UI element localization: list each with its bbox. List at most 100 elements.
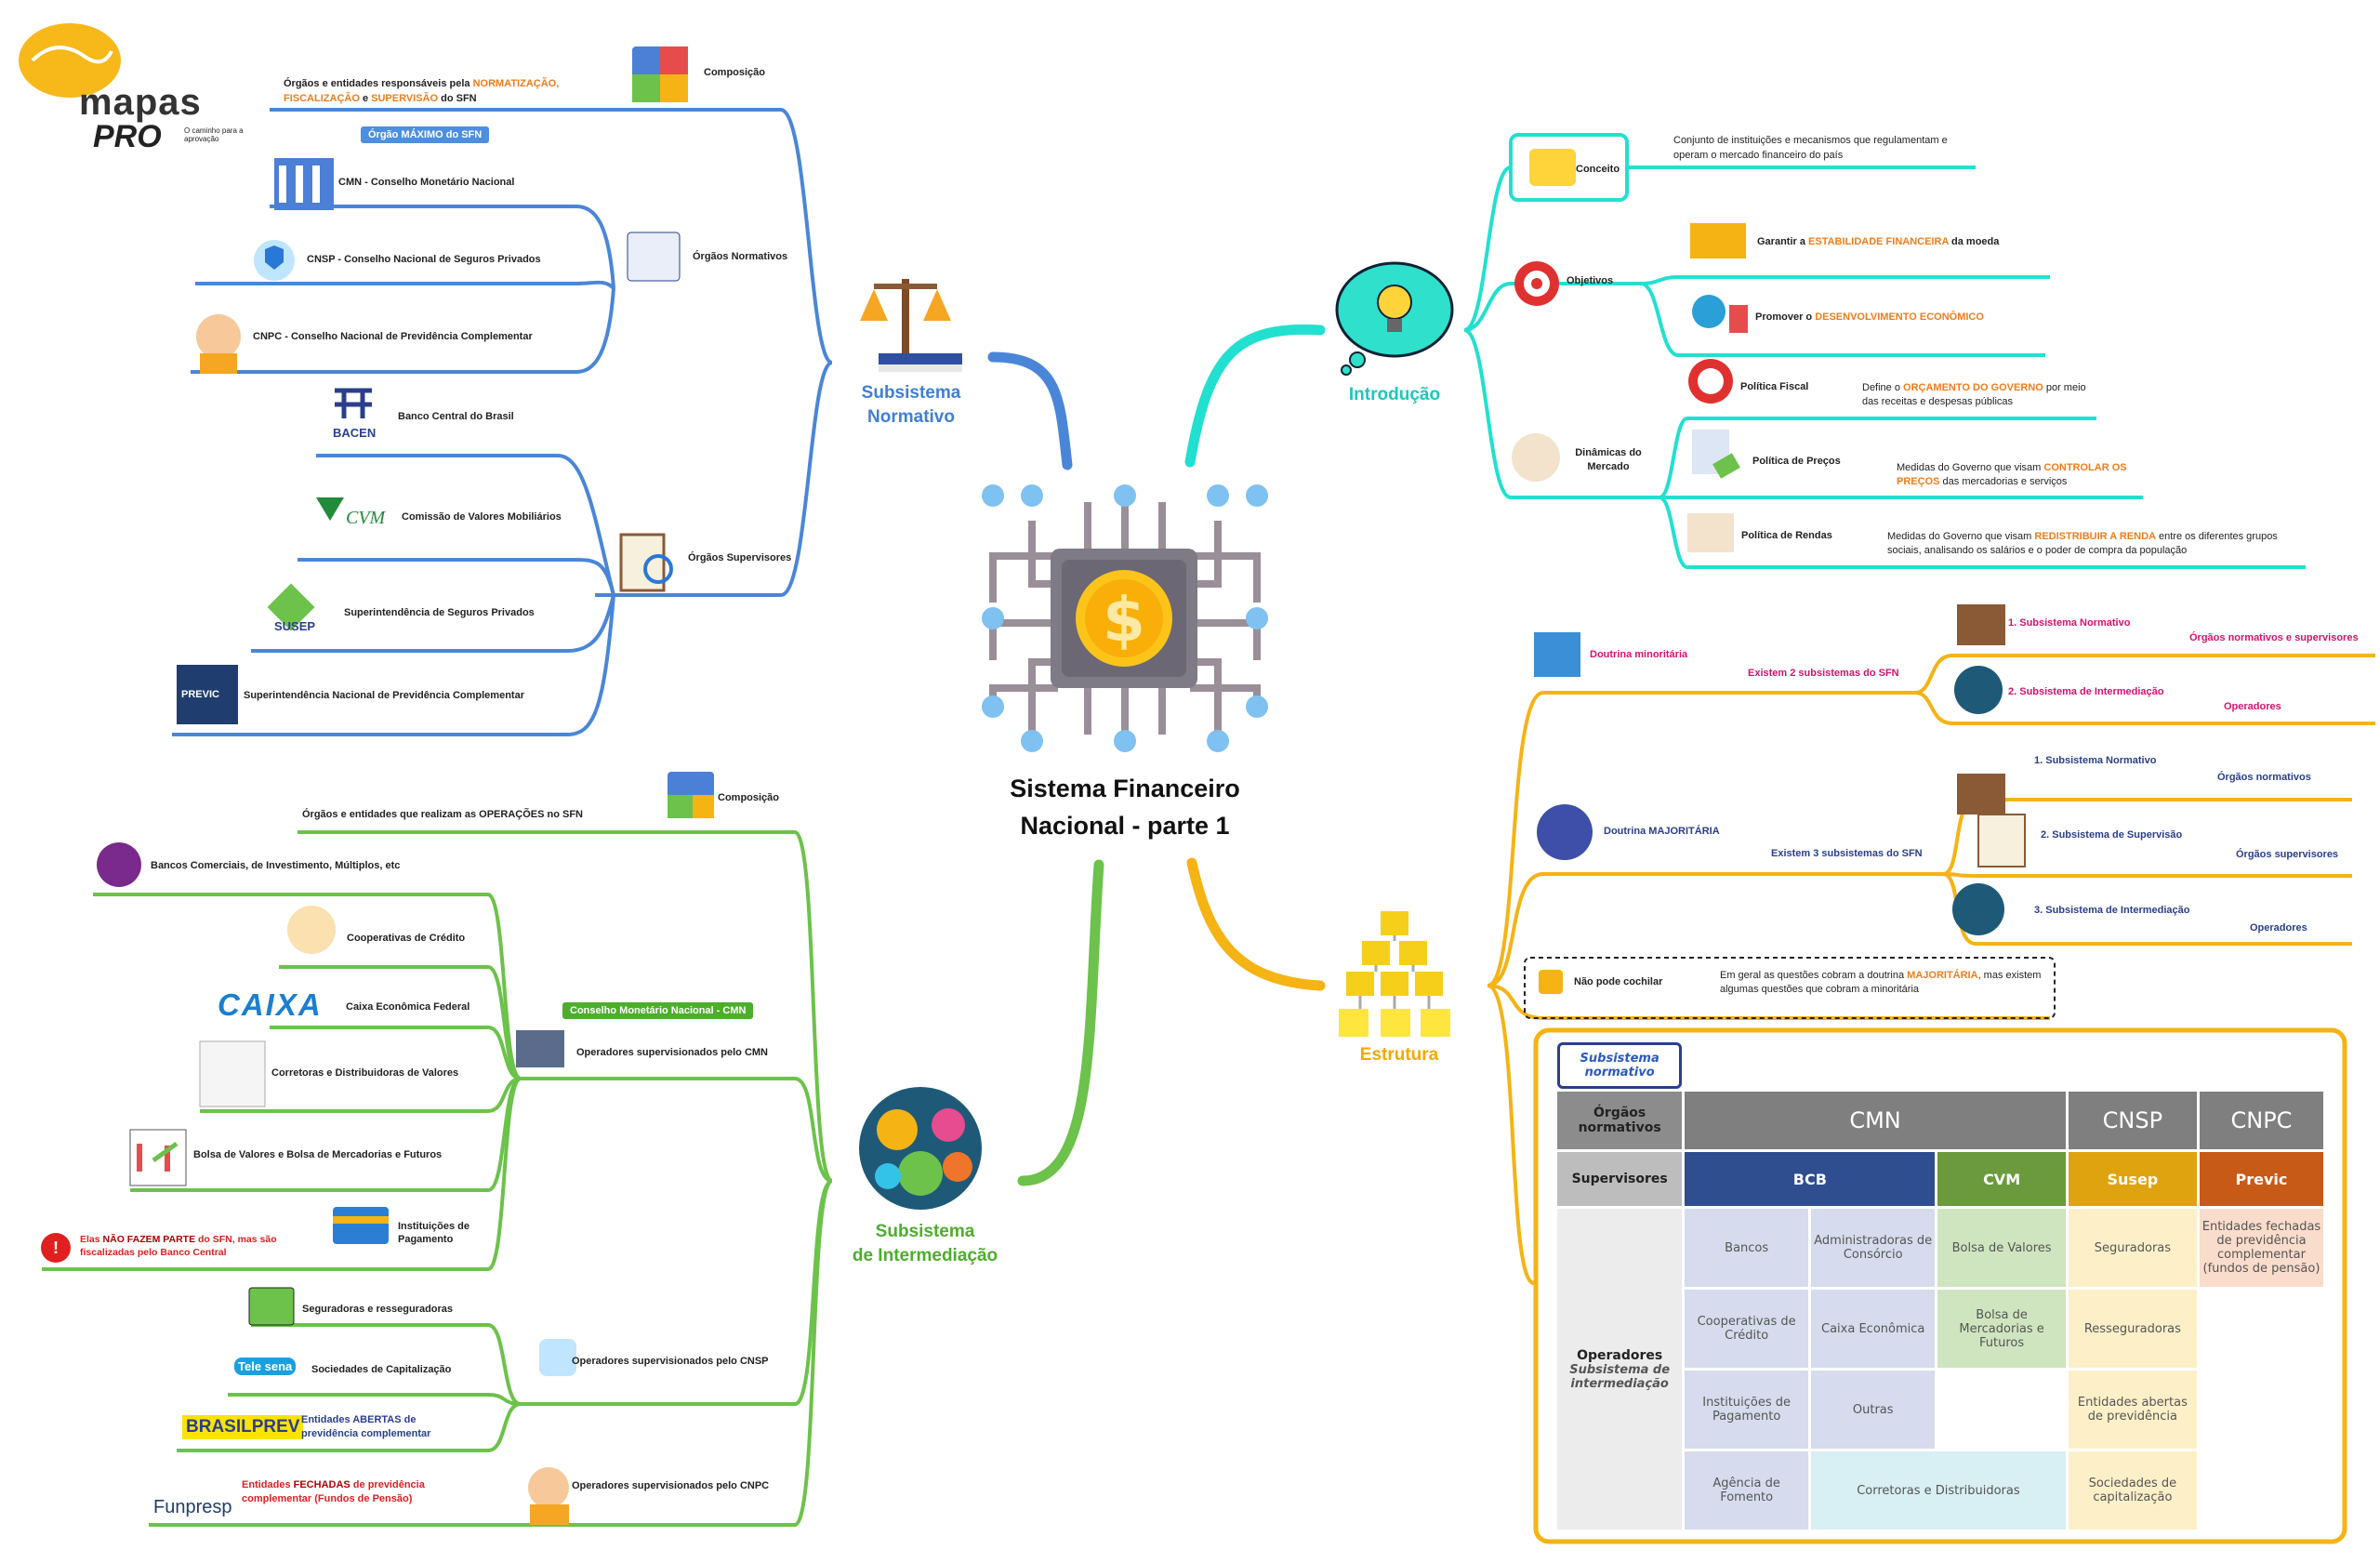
maj-item-2: 2. Subsistema de Supervisão (2041, 829, 2183, 841)
sup-cvm: CVM (1937, 1152, 2066, 1206)
svg-text:!: ! (53, 1238, 59, 1257)
maj-item-2-right: Órgãos supervisores (2236, 849, 2339, 860)
cmn-pill: Conselho Monetário Nacional - CMN (562, 1002, 754, 1019)
min-item-1-right: Órgãos normativos e supervisores (2189, 632, 2359, 643)
operadores-label: Operadores (1577, 1347, 1663, 1363)
money-icon (248, 1287, 295, 1326)
col-cnpc: CNPC (2199, 1092, 2323, 1149)
politica-fiscal-text: Define o ORÇAMENTO DO GOVERNO por meio d… (1862, 382, 2086, 407)
col-cnsp: CNSP (2068, 1092, 2197, 1149)
maj-item-1-right: Órgãos normativos (2217, 772, 2311, 783)
op-cnpc-label: Operadores supervisionados pelo CNPC (572, 1480, 770, 1491)
politica-fiscal-label: Política Fiscal (1740, 381, 1809, 392)
objetivos-label: Objetivos (1567, 275, 1614, 286)
majoritaria-sub: Existem 3 subsistemas do SFN (1771, 848, 1923, 859)
politica-rendas-label: Política de Rendas (1741, 530, 1832, 541)
op-item-bolsa: Bolsa de Valores e Bolsa de Mercadorias … (193, 1149, 443, 1160)
conceito-label: Conceito (1576, 164, 1620, 175)
min-item-2: 2. Subsistema de Intermediação (2008, 686, 2164, 697)
branch-normativo: Subsistema Normativo (837, 381, 985, 430)
cell-consorcio: Administradoras de Consórcio (1811, 1209, 1936, 1287)
hierarchy-icon (1339, 911, 1450, 1037)
politica-precos-label: Política de Preços (1752, 456, 1841, 467)
op-item-cooperativas: Cooperativas de Crédito (347, 933, 466, 944)
credit-card-icon (333, 1207, 389, 1244)
minoritaria-label: Doutrina minoritária (1590, 649, 1688, 660)
normativo-item-cnsp: CNSP - Conselho Nacional de Seguros Priv… (307, 254, 541, 265)
bacen-logo (335, 388, 372, 418)
conceito-box (1509, 133, 1629, 202)
nao-cochilar-text: Em geral as questões cobram a doutrina M… (1720, 970, 2042, 995)
normativo-composicao-text: Órgãos e entidades responsáveis pela NOR… (284, 78, 560, 104)
branch-intermediacao: Subsistema de Intermediação (832, 1220, 1018, 1268)
cell-capitalizacao: Sociedades de capitalização (2068, 1451, 2197, 1530)
minoritaria-sub: Existem 2 subsistemas do SFN (1748, 668, 1899, 679)
supervisor-item-susep: Superintendência de Seguros Privados (344, 607, 535, 618)
abertas-text: Entidades ABERTAS de previdência complem… (301, 1414, 431, 1439)
orgaos-normativos-label: Órgãos Normativos (693, 251, 788, 262)
sup-bcb: BCB (1685, 1152, 1936, 1206)
handshake-icon (287, 906, 336, 954)
objetivo-1: Garantir a ESTABILIDADE FINANCEIRA da mo… (1757, 236, 2000, 247)
branch-normativo-line1: Subsistema (861, 383, 961, 403)
supervisor-item-cvm: Comissão de Valores Mobiliários (402, 511, 562, 523)
elderly-icon-2 (528, 1467, 569, 1508)
susep-logo-text: SUSEP (274, 619, 316, 633)
majoritaria-label: Doutrina MAJORITÁRIA (1604, 826, 1720, 837)
op-item-capitalizacao: Sociedades de Capitalização (311, 1364, 452, 1375)
normativo-item-cnpc: CNPC - Conselho Nacional de Previdência … (253, 331, 533, 342)
op-item-instituicoes: Instituições de Pagamento (398, 1221, 470, 1245)
previc-logo-text: PREVIC (181, 689, 219, 700)
supervisor-item-previc: Superintendência Nacional de Previdência… (244, 690, 524, 701)
bank-icon-2 (516, 1030, 564, 1067)
cell-bolsa-mercadorias: Bolsa de Mercadorias e Futuros (1937, 1290, 2066, 1368)
scale-book-icon-2 (1957, 604, 2005, 645)
bacen-logo-text: BACEN (333, 426, 377, 440)
cell-agencia-fomento: Agência de Fomento (1685, 1451, 1809, 1530)
cell-seguradoras: Seguradoras (2068, 1209, 2197, 1287)
gears-icon (859, 1087, 982, 1210)
supervisor-item-bcb: Banco Central do Brasil (398, 411, 514, 422)
operadores-sub-label: Subsistema de intermediação (1569, 1362, 1671, 1391)
conceito-text: Conjunto de instituições e mecanismos qu… (1673, 135, 1948, 161)
scale-icon (860, 279, 962, 372)
brand-tagline: O caminho para a aprovação (184, 126, 244, 143)
branch-normativo-line2: Normativo (867, 407, 955, 427)
clipboard-search-icon (619, 533, 666, 592)
op-item-bancos: Bancos Comerciais, de Investimento, Múlt… (151, 860, 401, 871)
op-cmn-label: Operadores supervisionados pelo CMN (576, 1047, 768, 1058)
row-operadores-header: Operadores Subsistema de intermediação (1557, 1209, 1683, 1530)
maj-item-3-right: Operadores (2250, 922, 2307, 934)
brand-name: mapas (79, 82, 202, 123)
shield-hand-icon-2 (539, 1339, 576, 1376)
instituicoes-warning-text: Elas NÃO FAZEM PARTE do SFN, mas são fis… (80, 1234, 277, 1258)
cell-bolsa-valores: Bolsa de Valores (1937, 1209, 2066, 1287)
people-icon (1534, 632, 1580, 677)
warning-icon (41, 1233, 71, 1263)
table-frame (1533, 1027, 2347, 1544)
tele-sena-logo: Tele sena (234, 1358, 297, 1375)
sleepy-icon (1539, 970, 1563, 994)
table-corner: Subsistema normativo (1557, 1042, 1683, 1089)
scale-coins-icon (1690, 223, 1746, 258)
politica-rendas-text: Medidas do Governo que visam REDISTRIBUI… (1887, 531, 2278, 556)
sfn-structure-table: Subsistema normativo Órgãos normativos C… (1554, 1040, 2326, 1532)
cell-outras: Outras (1811, 1371, 1936, 1449)
lightbulb-icon (1335, 261, 1454, 376)
row-supervisores-header: Supervisores (1557, 1152, 1683, 1206)
sup-previc: Previc (2199, 1152, 2323, 1206)
cell-cooperativas: Cooperativas de Crédito (1685, 1290, 1809, 1368)
politica-precos-text: Medidas do Governo que visam CONTROLAR O… (1897, 462, 2127, 487)
normativo-item-cmn: CMN - Conselho Monetário Nacional (338, 177, 515, 188)
balance-person-icon (1537, 804, 1593, 860)
fechadas-text: Entidades FECHADAS de previdência comple… (242, 1479, 425, 1504)
gear-bulb-icon (1529, 149, 1576, 186)
center-chip-icon: $ (982, 484, 1268, 752)
branch-intermediacao-line1: Subsistema (875, 1222, 975, 1241)
nao-cochilar-box (1524, 957, 2056, 1019)
branch-intermediacao-line2: de Intermediação (852, 1246, 998, 1265)
op-cnsp-label: Operadores supervisionados pelo CNSP (572, 1356, 769, 1367)
orgao-maximo-pill: Órgão MÁXIMO do SFN (361, 126, 490, 143)
